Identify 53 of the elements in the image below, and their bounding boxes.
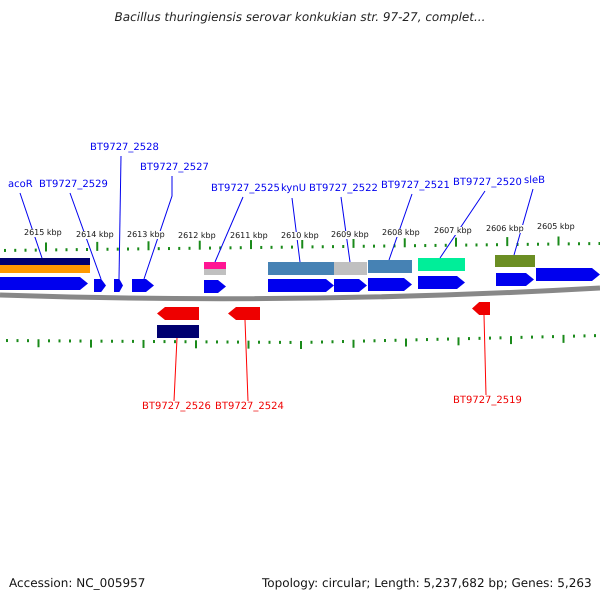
gene-label: BT9727_2526 xyxy=(142,402,211,412)
leader-line xyxy=(340,196,350,262)
gene-label: sleB xyxy=(524,176,546,186)
leader-line xyxy=(144,176,172,280)
leader-line xyxy=(292,198,300,262)
scale-label: 2606 kbp xyxy=(486,225,524,233)
leader-line xyxy=(484,314,486,396)
gene-feature xyxy=(472,302,490,315)
gene-label: kynU xyxy=(281,184,306,194)
leader-line xyxy=(70,192,102,280)
scale-label: 2608 kbp xyxy=(382,229,420,237)
leader-line xyxy=(174,338,178,402)
leader-line xyxy=(388,194,412,260)
gene-feature xyxy=(94,279,106,292)
gene-label: BT9727_2527 xyxy=(140,163,209,173)
scale-label: 2612 kbp xyxy=(178,232,216,240)
leader-line xyxy=(244,320,248,402)
scale-label: 2609 kbp xyxy=(331,231,369,239)
gene-feature xyxy=(157,307,199,338)
scale-label: 2613 kbp xyxy=(127,231,165,239)
scale-label: 2615 kbp xyxy=(24,229,62,237)
gene-label: BT9727_2521 xyxy=(381,181,450,191)
gene-label: acoR xyxy=(8,180,33,190)
footer-text: Accession: NC_005957 xyxy=(9,577,146,589)
leader-line xyxy=(214,196,244,262)
gene-feature xyxy=(334,262,367,292)
gene-label: BT9727_2522 xyxy=(309,184,378,194)
title: Bacillus thuringiensis serovar konkukian str. 97-27, complet... xyxy=(114,11,486,23)
gene-feature xyxy=(228,307,260,320)
gene-feature xyxy=(368,260,412,291)
gene-label: BT9727_2519 xyxy=(453,396,522,406)
gene-feature xyxy=(132,279,154,292)
scale-label: 2610 kbp xyxy=(281,232,319,240)
leader-line xyxy=(118,156,122,280)
leader-line xyxy=(514,188,534,256)
scale-label: 2614 kbp xyxy=(76,231,114,239)
gene-feature xyxy=(418,258,465,289)
gene-label: BT9727_2529 xyxy=(39,180,108,190)
gene-label: BT9727_2524 xyxy=(215,402,284,412)
gene-feature xyxy=(495,255,535,286)
leader-line xyxy=(20,192,42,258)
scale-label: 2605 kbp xyxy=(537,223,575,231)
gene-label: BT9727_2520 xyxy=(453,178,522,188)
gene-label: BT9727_2528 xyxy=(90,143,159,153)
scale-label: 2611 kbp xyxy=(230,232,268,240)
gene-feature xyxy=(268,262,334,292)
gene-feature xyxy=(0,258,90,290)
gene-label: BT9727_2525 xyxy=(211,184,280,194)
leader-line xyxy=(440,190,486,258)
scale-label: 2607 kbp xyxy=(434,227,472,235)
footer-text: Topology: circular; Length: 5,237,682 bp; Genes: 5,263 xyxy=(262,577,592,589)
gene-feature xyxy=(204,262,226,293)
gene-feature xyxy=(114,279,123,292)
